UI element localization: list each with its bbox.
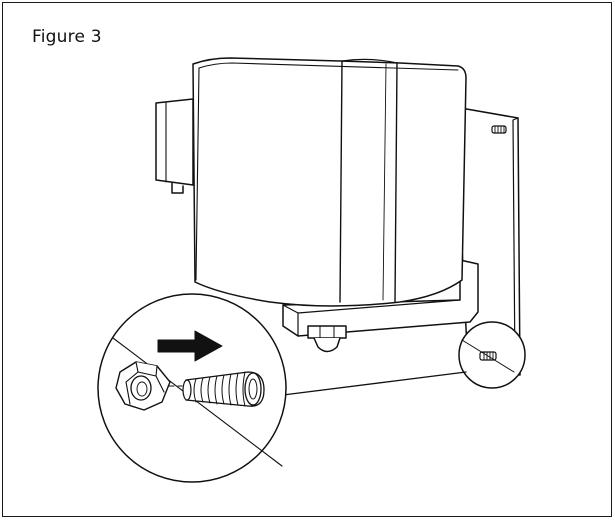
figure-label: Figure 3 bbox=[32, 27, 102, 47]
right-arrow-icon bbox=[157, 330, 223, 362]
leader-line-lower bbox=[282, 371, 467, 396]
actuator-body bbox=[192, 57, 467, 307]
bottom-fitting-icon bbox=[307, 325, 347, 353]
upper-screw-icon bbox=[491, 125, 507, 134]
detail-reference-circle bbox=[458, 321, 526, 389]
terminal-box bbox=[155, 98, 194, 194]
lower-bracket bbox=[282, 259, 479, 337]
threaded-stud-icon bbox=[182, 371, 265, 407]
hex-nut-icon bbox=[115, 361, 171, 411]
detail-magnified-circle bbox=[97, 293, 287, 483]
